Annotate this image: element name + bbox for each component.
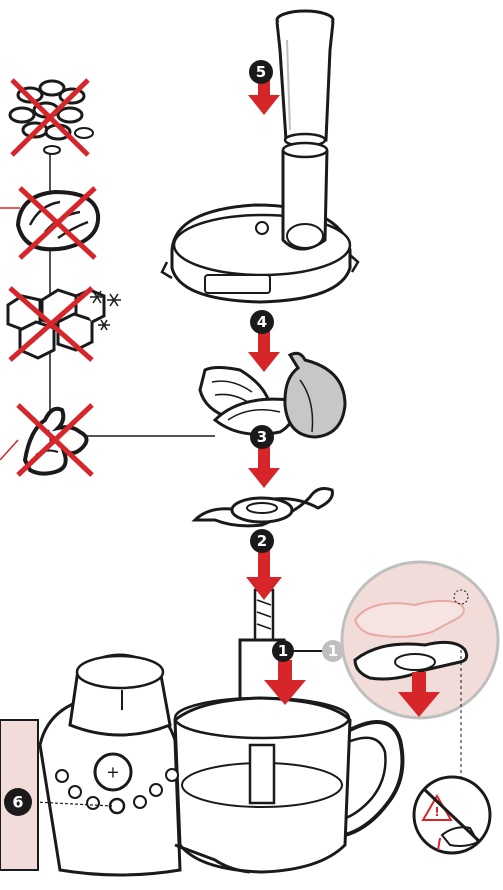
step-badge-1: 1: [272, 640, 294, 662]
step-badge-3: 3: [250, 425, 274, 449]
svg-text:!: !: [434, 805, 439, 819]
arrow-step-4: [248, 330, 280, 372]
onion-icon: [200, 368, 293, 435]
lid-with-feed-tube: [162, 143, 358, 302]
arrow-step-3: [248, 445, 280, 488]
svg-text:2: 2: [257, 532, 267, 550]
garlic-icon: [285, 353, 345, 437]
step-badge-5: 5: [249, 60, 273, 84]
svg-text:3: 3: [257, 428, 267, 446]
svg-text:+: +: [106, 763, 119, 782]
step-badge-4: 4: [250, 310, 274, 334]
ice-cubes-icon: [8, 288, 104, 360]
food-processor-bowl: [175, 698, 402, 872]
svg-text:4: 4: [257, 313, 267, 331]
step-badge-2: 2: [250, 529, 274, 553]
power-button[interactable]: [166, 769, 178, 781]
svg-text:1: 1: [278, 642, 288, 660]
nutmeg-icon: [18, 188, 98, 258]
program-button-3[interactable]: [87, 797, 99, 809]
program-button-2[interactable]: [69, 786, 81, 798]
program-button-4[interactable]: [110, 799, 124, 813]
warning-blade-icon: !: [414, 777, 490, 853]
svg-text:6: 6: [12, 793, 23, 812]
step-badge-1-detail: 1: [322, 640, 344, 662]
svg-text:5: 5: [256, 63, 266, 81]
coffee-beans-icon: [10, 80, 93, 155]
arrow-step-2: [246, 550, 282, 600]
program-button-5[interactable]: [134, 796, 146, 808]
ginger-root-icon: [18, 405, 92, 475]
slicing-disc: [195, 489, 332, 526]
program-button-1[interactable]: [56, 770, 68, 782]
food-pusher: [277, 11, 333, 146]
step-badge-6: 6: [4, 788, 32, 816]
program-button-6[interactable]: [150, 784, 162, 796]
svg-text:1: 1: [328, 642, 338, 660]
